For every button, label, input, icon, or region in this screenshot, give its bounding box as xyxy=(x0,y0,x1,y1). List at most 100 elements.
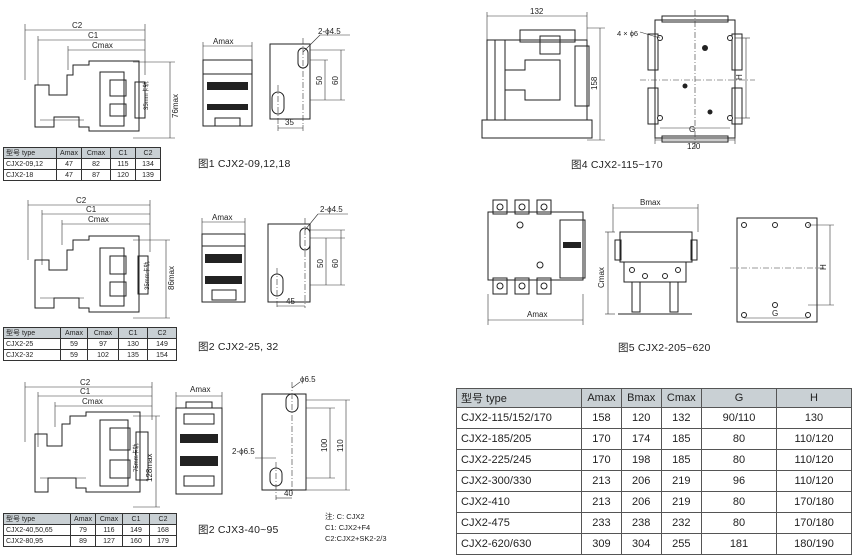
fig4-dim-w1: 132 xyxy=(530,7,544,16)
fig3-dim-amax: Amax xyxy=(190,385,210,394)
fig3-side-view: C2 C1 Cmax Amax 128max 75mm卡轨 ϕ6.5 2-ϕ6.… xyxy=(24,375,350,508)
fig4-dim-h: H xyxy=(735,74,744,80)
fig3-dim-hole-side: 2-ϕ6.5 xyxy=(232,447,255,456)
fig3-dim-height: 128max xyxy=(145,454,154,482)
cell-c2: 149 xyxy=(147,338,177,350)
fig5-dim-amax: Amax xyxy=(527,310,547,319)
fig5-dim-bmax: Bmax xyxy=(640,198,660,207)
cell-g: 80 xyxy=(701,512,777,534)
fig3-caption: 图2 CJX3-40~95 xyxy=(198,524,279,536)
header-type: 型号 type xyxy=(3,513,71,525)
fig2-dim-w1: 50 xyxy=(316,259,325,268)
header-h: H xyxy=(776,388,852,408)
fig5-drawing: Amax Bmax Cmax H G xyxy=(487,198,834,325)
fig1-dim-height: 76max xyxy=(171,94,180,118)
note-line: 注: C: CJX2 xyxy=(325,512,365,521)
cell-cmax: 185 xyxy=(660,449,703,471)
cell-cmax: 87 xyxy=(81,169,111,181)
cell-cmax: 219 xyxy=(660,491,703,513)
fig2-dim-cmax: Cmax xyxy=(88,215,109,224)
fig4-dim-w2: 120 xyxy=(687,142,701,151)
fig3-dim-w1: 100 xyxy=(320,438,329,452)
header-c2: C2 xyxy=(149,513,177,525)
cell-g: 96 xyxy=(701,470,777,492)
cell-c2: 168 xyxy=(149,524,177,536)
cell-h: 130 xyxy=(776,407,852,429)
cell-type: CJX2-225/245 xyxy=(456,449,582,471)
cell-c2: 139 xyxy=(135,169,161,181)
fig4-drawing: 132 158 4 × ϕ6 G 120 H xyxy=(481,7,755,151)
cell-amax: 170 xyxy=(581,449,622,471)
fig2-caption: 图2 CJX2-25, 32 xyxy=(198,341,279,353)
cell-h: 110/120 xyxy=(776,428,852,450)
cell-type: CJX2-18 xyxy=(3,169,57,181)
fig1-dim-c2: C2 xyxy=(72,21,83,30)
header-cmax: Cmax xyxy=(660,388,703,408)
header-bmax: Bmax xyxy=(620,388,662,408)
cell-type: CJX2-185/205 xyxy=(456,428,582,450)
fig3-dim-w2: 110 xyxy=(336,439,345,452)
header-amax: Amax xyxy=(70,513,96,525)
cell-type: CJX2-25 xyxy=(3,338,61,350)
fig2-dim-w3: 45 xyxy=(286,297,295,306)
cell-type: CJX2-40,50,65 xyxy=(3,524,71,536)
fig5-caption: 图5 CJX2-205~620 xyxy=(618,342,711,354)
cell-bmax: 120 xyxy=(620,407,662,429)
fig2-dim-height: 86max xyxy=(167,266,176,290)
cell-bmax: 206 xyxy=(620,491,662,513)
fig4-dim-holes: 4 × ϕ6 xyxy=(617,29,638,38)
header-g: G xyxy=(701,388,777,408)
cell-c1: 120 xyxy=(110,169,136,181)
fig2-dim-amax: Amax xyxy=(212,213,232,222)
fig1-caption: 图1 CJX2-09,12,18 xyxy=(198,158,291,170)
cell-h: 110/120 xyxy=(776,449,852,471)
cell-cmax: 185 xyxy=(660,428,703,450)
cell-cmax: 232 xyxy=(660,512,703,534)
cell-cmax: 97 xyxy=(87,338,119,350)
fig4-dim-h1: 158 xyxy=(590,76,599,90)
cell-h: 180/190 xyxy=(776,533,852,555)
fig2-dim-w2: 60 xyxy=(331,259,340,268)
cell-amax: 59 xyxy=(60,338,88,350)
cell-c1: 130 xyxy=(118,338,148,350)
fig1-dim-c1: C1 xyxy=(88,31,99,40)
fig2-side-view: C2 C1 Cmax Amax 86max 35mm卡轨 2-ϕ4.5 50 6… xyxy=(27,196,348,319)
cell-bmax: 198 xyxy=(620,449,662,471)
cell-amax: 233 xyxy=(581,512,622,534)
cell-amax: 79 xyxy=(70,524,96,536)
cell-c1: 135 xyxy=(118,349,148,361)
cell-amax: 59 xyxy=(60,349,88,361)
cell-amax: 158 xyxy=(581,407,622,429)
cell-type: CJX2-32 xyxy=(3,349,61,361)
cell-c1: 149 xyxy=(122,524,150,536)
cell-type: CJX2-475 xyxy=(456,512,582,534)
cell-cmax: 116 xyxy=(95,524,123,536)
cell-cmax: 102 xyxy=(87,349,119,361)
cell-amax: 309 xyxy=(581,533,622,555)
large-spec-table: 型号 type Amax Bmax Cmax G H CJX2-115/152/… xyxy=(456,388,852,555)
cell-bmax: 174 xyxy=(620,428,662,450)
fig2-dim-c2: C2 xyxy=(76,196,87,205)
note-line: C1: CJX2+F4 xyxy=(325,523,371,532)
fig3-notes: 注: C: CJX2 C1: CJX2+F4 C2:CJX2+SK2-2/3 xyxy=(325,511,387,544)
fig1-dim-rail: 35mm卡轨 xyxy=(142,81,150,110)
cell-h: 110/120 xyxy=(776,470,852,492)
cell-type: CJX2-410 xyxy=(456,491,582,513)
cell-g: 80 xyxy=(701,428,777,450)
cell-amax: 213 xyxy=(581,491,622,513)
header-amax: Amax xyxy=(581,388,622,408)
header-cmax: Cmax xyxy=(95,513,123,525)
cell-h: 170/180 xyxy=(776,491,852,513)
cell-bmax: 206 xyxy=(620,470,662,492)
cell-bmax: 304 xyxy=(620,533,662,555)
fig2-dim-hole: 2-ϕ4.5 xyxy=(320,205,343,214)
